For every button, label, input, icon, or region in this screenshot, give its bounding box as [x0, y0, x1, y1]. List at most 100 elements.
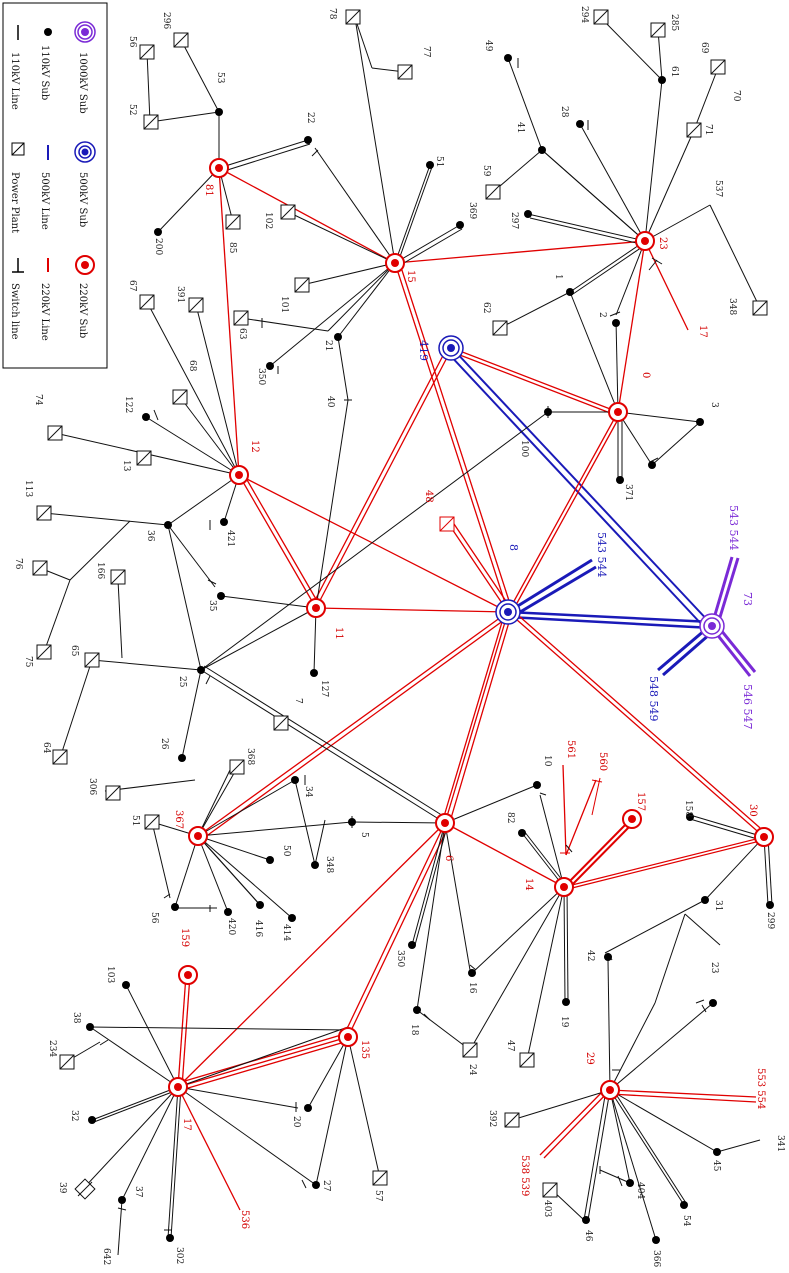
label-110: 51 [434, 156, 444, 167]
label-ext-48: 48 [423, 490, 434, 503]
label-110: 82 [505, 812, 515, 823]
lines-500kv [446, 347, 713, 677]
label-110: 71 [703, 124, 713, 135]
power-plant-icon [136, 450, 152, 466]
label-110: 414 [281, 924, 291, 941]
label-110: 404 [635, 1182, 645, 1199]
label-110: 16 [467, 982, 477, 994]
label-110: 50 [281, 845, 291, 857]
power-plant-icon [519, 1052, 535, 1068]
label-110: 299 [765, 912, 775, 929]
substations-1000kv [699, 613, 725, 639]
label-110: 26 [159, 738, 169, 750]
legend-sub-220-icon [75, 255, 95, 275]
label-110: 45 [711, 1160, 721, 1172]
power-plant-icon [225, 214, 241, 230]
label-500-548-549: 548 549 [647, 676, 660, 722]
label-220-367: 367 [173, 810, 184, 829]
sub-220-icon [600, 1080, 620, 1100]
label-110: 39 [57, 1182, 67, 1194]
legend-switch-line-label: Switch line [9, 283, 20, 340]
power-plant-icon [273, 715, 289, 731]
label-110: 51 [130, 815, 140, 826]
label-110: 76 [13, 558, 23, 570]
legend-sub-1000-label: 1000kV Sub [77, 52, 88, 114]
substations-500kv [438, 335, 521, 625]
label-110: 61 [669, 66, 679, 77]
label-110: 302 [174, 1247, 184, 1264]
label-220-29: 29 [584, 1052, 595, 1065]
power-plant-icon [492, 320, 508, 336]
label-110: 77 [421, 46, 431, 58]
label-110: 2 [597, 312, 607, 318]
sub-220-icon [435, 813, 455, 833]
label-110: 366 [651, 1250, 661, 1267]
label-110: 64 [41, 742, 51, 754]
label-220-30: 30 [747, 804, 758, 817]
label-220-15: 15 [405, 270, 416, 283]
label-500-543-544: 543 544 [595, 532, 608, 578]
label-110: 348 [727, 298, 737, 315]
power-plant-icon [74, 1178, 96, 1200]
power-plant-icon [294, 277, 310, 293]
legend-sub-500-label: 500kV Sub [77, 172, 88, 227]
legend-line-220-label: 220kV Line [39, 283, 50, 341]
sub-220-icon [635, 231, 655, 251]
label-110: 285 [669, 14, 679, 31]
sub-220-icon [229, 465, 249, 485]
label-110: 350 [256, 368, 266, 385]
power-plant-icon [84, 652, 100, 668]
power-plant-icon [105, 785, 121, 801]
label-110: 37 [133, 1186, 143, 1198]
power-plant-icon [229, 759, 245, 775]
power-plant-icon [36, 644, 52, 660]
label-ext-536: 536 [239, 1210, 250, 1229]
label-110: 25 [177, 676, 187, 688]
power-plant-icon [188, 297, 204, 313]
label-220-157: 157 [635, 792, 646, 811]
labels-110kv: 296 56 52 53 200 85 22 102 101 51 369 21… [13, 6, 785, 1267]
label-110: 40 [325, 396, 335, 408]
sub-220-icon [168, 1077, 188, 1097]
power-plant-icon [233, 310, 249, 326]
label-110: 21 [323, 340, 333, 351]
sub-220-icon [608, 402, 628, 422]
power-plant-icon [143, 114, 159, 130]
lines-110kv [39, 17, 773, 1256]
label-220-12: 12 [249, 440, 260, 453]
label-110: 20 [291, 1116, 301, 1128]
label-110: 78 [327, 8, 337, 20]
label-110: 53 [215, 72, 225, 84]
power-plant-icon [172, 389, 188, 405]
sub-220-icon [306, 598, 326, 618]
label-110: 32 [69, 1110, 79, 1121]
power-plant-icon [504, 1112, 520, 1128]
label-ext-553-554: 553 554 [755, 1068, 766, 1109]
label-ext-560: 560 [597, 752, 608, 771]
label-110: 38 [71, 1012, 81, 1024]
label-110: 7 [293, 698, 303, 704]
power-plant-icon [686, 122, 702, 138]
label-220-14: 14 [523, 878, 534, 891]
sub-1000-icon [699, 613, 725, 639]
label-110: 122 [123, 396, 133, 413]
label-110: 420 [226, 918, 236, 935]
legend-sub-110-label: 110kV Sub [39, 45, 50, 100]
power-plant-icon [139, 294, 155, 310]
label-110: 19 [559, 1016, 569, 1028]
label-ext-561: 561 [565, 740, 576, 759]
legend-line-110-label: 110kV Line [9, 52, 20, 110]
label-110: 296 [161, 12, 171, 29]
legend-switch-line-icon [12, 258, 24, 273]
legend-sub-220-label: 220kV Sub [77, 283, 88, 338]
sub-220-icon [754, 827, 774, 847]
label-110: 52 [127, 104, 137, 115]
label-ext-538-539: 538 539 [519, 1155, 530, 1196]
power-plant-icon [439, 516, 455, 532]
labels-500kv: 419 8 543 544 548 549 [417, 340, 660, 722]
labels-220kv: 81 15 23 0 12 11 367 6 14 157 30 135 17 … [173, 184, 758, 1131]
label-500-8: 8 [507, 544, 520, 551]
label-110: 101 [279, 296, 289, 313]
label-220-81: 81 [203, 184, 214, 197]
